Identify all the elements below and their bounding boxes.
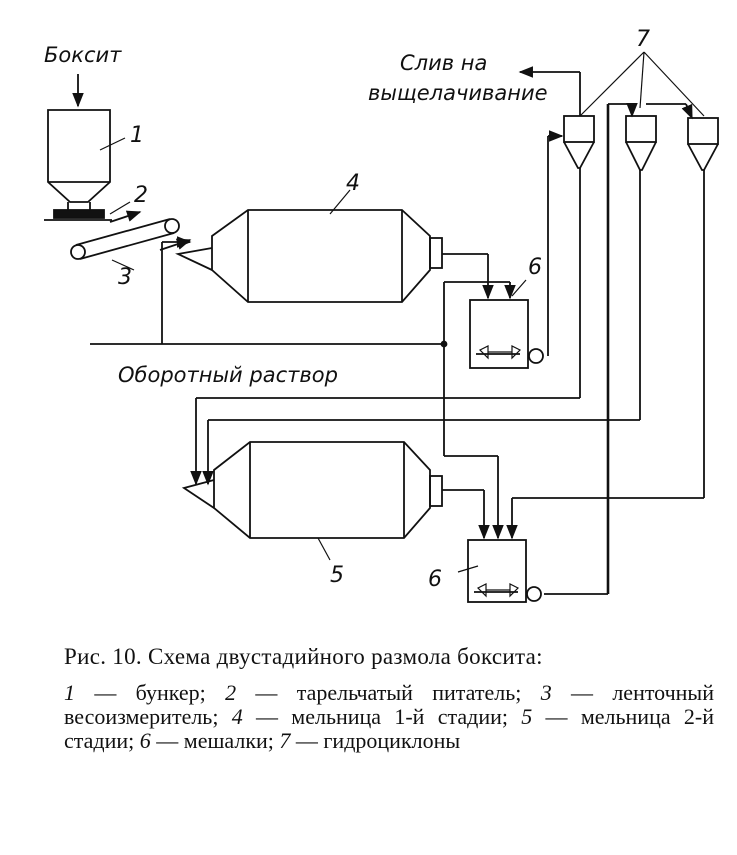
label-6-top: 6 — [528, 255, 542, 280]
label-6-bottom: 6 — [428, 567, 442, 592]
label-1: 1 — [130, 123, 144, 148]
belt-weigher — [70, 218, 180, 260]
circulating-solution-label: Оборотный раствор — [118, 363, 338, 387]
figure-caption: Рис. 10. Схема двустадийного размола бок… — [64, 644, 714, 753]
mill-stage-1 — [175, 209, 443, 303]
legend-num-7: 7 — [279, 728, 291, 753]
hydrocyclone-3 — [687, 117, 719, 171]
hydrocyclone-1 — [563, 115, 595, 169]
grinding-flow-diagram: Боксит Слив на выщелачивание Оборотный р… — [44, 27, 719, 603]
mixer-bottom — [467, 539, 542, 603]
legend-num-5: 5 — [521, 704, 533, 729]
hydrocyclone-2 — [625, 115, 657, 171]
plate-feeder — [53, 209, 105, 219]
legend-text-7: — гидроциклоны — [290, 728, 461, 753]
legend-text-3: — ленточный весоизмеритель; — [64, 680, 714, 729]
caption-title: Рис. 10. Схема двустадийного размола бок… — [64, 644, 543, 669]
label-3: 3 — [118, 265, 132, 290]
label-5: 5 — [330, 563, 344, 588]
legend-num-1: 1 — [64, 680, 75, 705]
bunker — [47, 109, 111, 203]
legend-num-3: 3 — [540, 680, 552, 705]
bauxite-label: Боксит — [44, 43, 122, 67]
legend-num-2: 2 — [225, 680, 237, 705]
legend-text-5: — мельница 2-й стадии; — [64, 704, 714, 753]
legend-text-4: — мельница 1-й стадии; — [242, 704, 522, 729]
mill-stage-2 — [181, 441, 443, 539]
label-4: 4 — [346, 171, 360, 196]
overflow-label-line2: выщелачивание — [368, 81, 548, 105]
legend-text-1: — бункер; — [75, 680, 226, 705]
legend-num-6: 6 — [139, 728, 151, 753]
agitator-top — [478, 345, 522, 360]
agitator-bottom — [476, 583, 520, 598]
overflow-label-line1: Слив на — [400, 51, 487, 75]
legend-text-6: — мешалки; — [150, 728, 280, 753]
legend-text-2: — тарельчатый питатель; — [236, 680, 541, 705]
label-2: 2 — [134, 183, 148, 208]
legend-num-4: 4 — [231, 704, 243, 729]
caption-legend: 1 — бункер; 2 — тарельчатый питатель; 3 … — [64, 681, 714, 753]
label-7: 7 — [636, 27, 650, 52]
mixer-top — [469, 299, 544, 369]
